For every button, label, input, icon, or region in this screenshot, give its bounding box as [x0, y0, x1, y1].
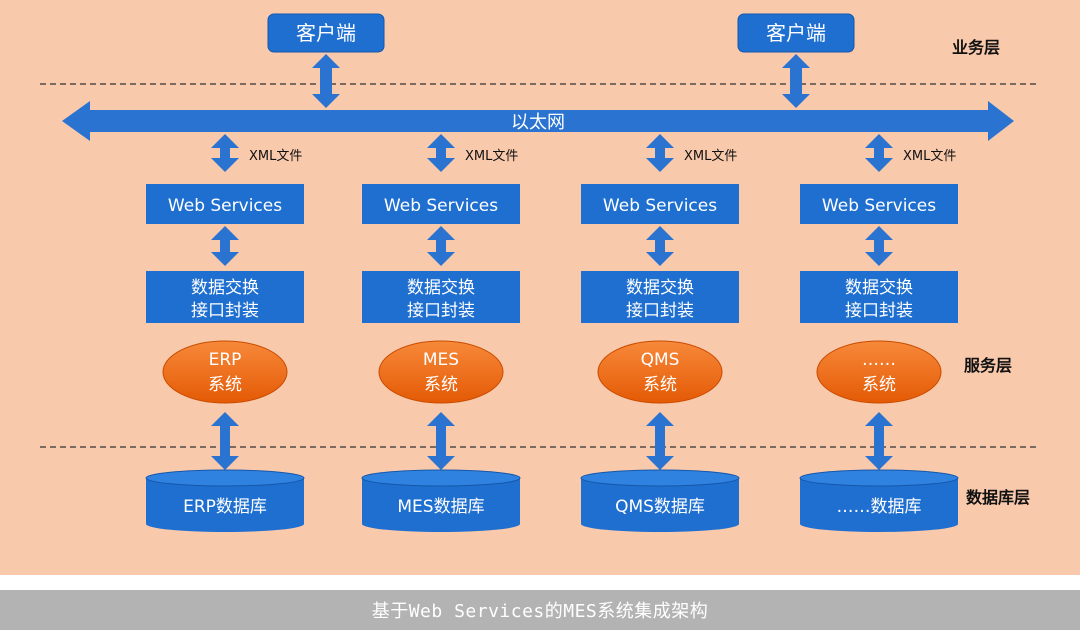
system-ellipse: [378, 340, 504, 404]
xml-arrow: [646, 134, 674, 172]
data-exchange-label-line2: 接口封装: [407, 301, 475, 321]
xml-label: XML文件: [684, 149, 737, 164]
client-1-label: 客户端: [296, 21, 356, 45]
web-services-box: [362, 184, 520, 224]
web-services-label: Web Services: [603, 196, 717, 216]
architecture-diagram: 业务层 服务层 数据库层 客户端 客户端 以太网 XML文件 Web Servic…: [0, 0, 1080, 575]
web-services-label: Web Services: [822, 196, 936, 216]
xml-arrow: [865, 134, 893, 172]
system-name: MES: [423, 350, 459, 370]
web-services-box: [800, 184, 958, 224]
system-label: 系统: [208, 375, 242, 395]
system-label: 系统: [424, 375, 458, 395]
client-2-label: 客户端: [766, 21, 826, 45]
database-top: [361, 469, 521, 487]
layer-label-database: 数据库层: [966, 488, 1030, 507]
xml-arrow: [211, 134, 239, 172]
xml-label: XML文件: [465, 149, 518, 164]
layer-label-service: 服务层: [964, 356, 1012, 375]
database-top: [580, 469, 740, 487]
data-exchange-label-line2: 接口封装: [845, 301, 913, 321]
database-label: ERP数据库: [183, 497, 267, 517]
system-ellipse: [162, 340, 288, 404]
database-label: MES数据库: [397, 497, 484, 517]
system-ellipse: [597, 340, 723, 404]
data-exchange-label-line1: 数据交换: [407, 278, 475, 298]
client-1-arrow: [312, 54, 340, 108]
system-db-arrow: [211, 412, 239, 470]
data-exchange-box: [362, 271, 520, 323]
database-top: [799, 469, 959, 487]
data-exchange-box: [581, 271, 739, 323]
database-cylinder: [800, 478, 958, 532]
database-label: ……数据库: [837, 497, 922, 517]
xml-label: XML文件: [903, 149, 956, 164]
ws-exchange-arrow: [211, 226, 239, 266]
data-exchange-label-line2: 接口封装: [191, 301, 259, 321]
client-2: 客户端: [737, 13, 855, 53]
database-cylinder: [146, 478, 304, 532]
xml-arrow: [427, 134, 455, 172]
system-name: ……: [862, 350, 896, 370]
ws-exchange-arrow: [646, 226, 674, 266]
system-db-arrow: [865, 412, 893, 470]
system-name: QMS: [641, 350, 680, 370]
ws-exchange-arrow: [427, 226, 455, 266]
data-exchange-box: [800, 271, 958, 323]
data-exchange-box: [146, 271, 304, 323]
ws-exchange-arrow: [865, 226, 893, 266]
client-2-arrow: [782, 54, 810, 108]
system-name: ERP: [209, 350, 242, 370]
system-db-arrow: [427, 412, 455, 470]
xml-label: XML文件: [249, 149, 302, 164]
data-exchange-label-line1: 数据交换: [191, 278, 259, 298]
web-services-label: Web Services: [168, 196, 282, 216]
web-services-box: [581, 184, 739, 224]
layer-label-business: 业务层: [952, 38, 1000, 57]
figure-caption: 基于Web Services的MES系统集成架构: [371, 601, 709, 622]
database-label: QMS数据库: [615, 497, 705, 517]
database-cylinder: [581, 478, 739, 532]
data-exchange-label-line2: 接口封装: [626, 301, 694, 321]
system-ellipse: [816, 340, 942, 404]
caption-bar: 基于Web Services的MES系统集成架构: [0, 590, 1080, 630]
client-1: 客户端: [267, 13, 385, 53]
web-services-box: [146, 184, 304, 224]
database-cylinder: [362, 478, 520, 532]
system-label: 系统: [862, 375, 896, 395]
ethernet-label: 以太网: [511, 112, 565, 133]
data-exchange-label-line1: 数据交换: [626, 278, 694, 298]
system-label: 系统: [643, 375, 677, 395]
ethernet-bus: [62, 101, 1014, 141]
system-db-arrow: [646, 412, 674, 470]
web-services-label: Web Services: [384, 196, 498, 216]
database-top: [145, 469, 305, 487]
data-exchange-label-line1: 数据交换: [845, 278, 913, 298]
